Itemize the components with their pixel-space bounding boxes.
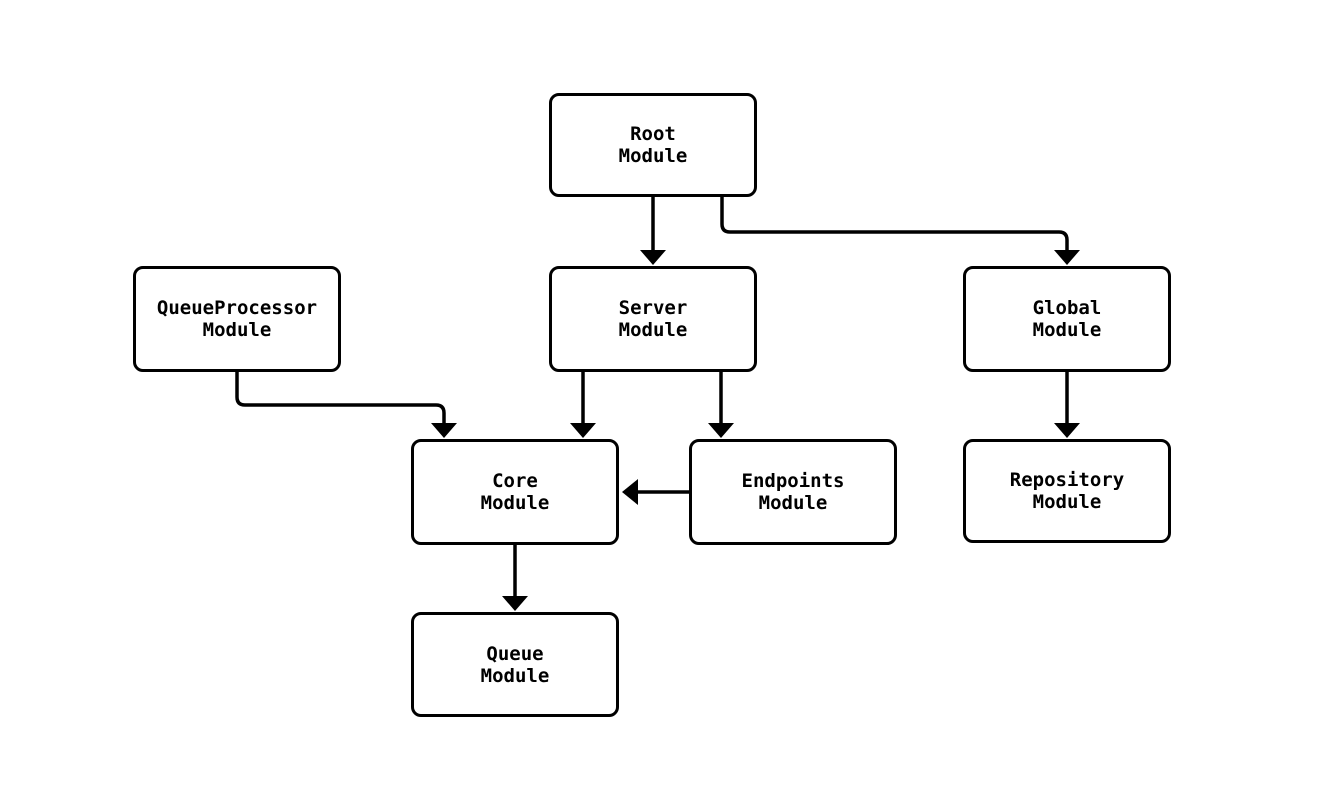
edge-root-module-to-global-module [720, 197, 1080, 265]
edge-arrowhead [640, 250, 666, 265]
node-label-line1: Root [630, 123, 676, 145]
node-label-line1: Core [492, 470, 538, 492]
node-label-line2: Module [480, 664, 550, 687]
node-label: Repository Module [1010, 469, 1124, 513]
node-label-line2: Module [480, 492, 550, 514]
edge-arrowhead [708, 423, 734, 438]
edge-global-module-to-repository-module [1054, 372, 1080, 438]
edge-core-module-to-queue-module [502, 545, 528, 611]
node-label-line1: Server [618, 297, 688, 319]
node-label: Root Module [619, 123, 688, 167]
node-repository-module: Repository Module [963, 439, 1171, 543]
node-label-line1: Repository [1009, 469, 1125, 491]
node-label-line1: Endpoints [741, 470, 845, 492]
node-label-line2: Module [202, 319, 272, 341]
node-label-line2: Module [1032, 319, 1102, 341]
node-label-line2: Module [758, 492, 828, 514]
node-label-line2: Module [1032, 491, 1102, 513]
node-label: Endpoints Module [742, 470, 845, 514]
edge-server-module-to-endpoints-module [708, 372, 734, 438]
node-core-module: Core Module [411, 439, 619, 545]
node-queueprocessor-module: QueueProcessor Module [133, 266, 341, 372]
node-label: QueueProcessor Module [157, 297, 317, 341]
node-global-module: Global Module [963, 266, 1171, 372]
edge-arrowhead [622, 479, 638, 505]
node-endpoints-module: Endpoints Module [689, 439, 897, 545]
edge-queueprocessor-module-to-core-module [235, 372, 457, 438]
edge-arrowhead [570, 423, 596, 438]
node-label: Global Module [1033, 297, 1102, 341]
edge-arrowhead [1054, 250, 1080, 265]
node-label: Core Module [481, 470, 550, 514]
edge-endpoints-module-to-core-module [622, 479, 689, 505]
edge-root-module-to-server-module [640, 197, 666, 265]
edge-arrowhead [502, 596, 528, 611]
node-label-line2: Module [618, 145, 688, 167]
node-label: Queue Module [481, 643, 550, 687]
node-root-module: Root Module [549, 93, 757, 197]
edge-server-module-to-core-module [570, 372, 596, 438]
edge-arrowhead [431, 423, 457, 438]
node-label-line1: Queue [486, 642, 544, 665]
node-server-module: Server Module [549, 266, 757, 372]
node-queue-module: Queue Module [411, 612, 619, 717]
node-label-line1: QueueProcessor [156, 297, 318, 319]
node-label: Server Module [619, 297, 688, 341]
node-label-line2: Module [618, 319, 688, 341]
edge-arrowhead [1054, 423, 1080, 438]
node-label-line1: Global [1032, 297, 1102, 319]
